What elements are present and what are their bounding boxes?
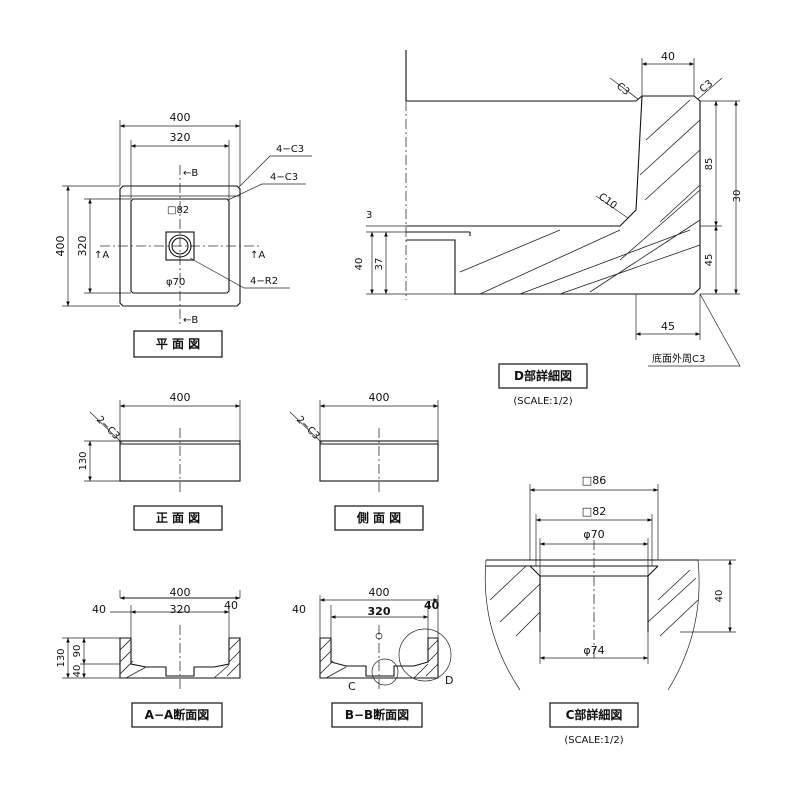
front-chamfer: 2−C3	[94, 414, 122, 442]
side-title-box	[334, 505, 424, 531]
c-title-box	[549, 702, 639, 728]
front-dim-height: 130	[78, 451, 89, 470]
detail-c-outline	[486, 565, 659, 632]
d-dim-37: 37	[374, 258, 385, 271]
aa-title: A−A断面図	[145, 707, 210, 722]
front-view: 400 130 2−C3 正 面 図	[78, 391, 241, 531]
bb-dim-wall-right: 40	[424, 599, 440, 612]
aa-dim-wall-right: 40	[224, 599, 238, 612]
plan-radius: 4−R2	[250, 276, 278, 287]
detail-d: 40 C3 C3 C10 85 45 30 3 40 37 45 底面外周C3 …	[354, 50, 743, 407]
plan-view: 400 320 400 320 ←B ←B ↑A ↑A 4−C3 4−C3 4−…	[54, 111, 312, 358]
section-aa-outline	[119, 637, 241, 679]
drain-circle	[168, 234, 192, 258]
section-aa: 400 320 40 40 130 90 40 A−A断面図	[56, 586, 241, 728]
bb-dim-width: 400	[369, 586, 390, 599]
d-title-box	[498, 363, 588, 389]
plan-title: 平 面 図	[156, 337, 200, 351]
drain-square	[165, 231, 195, 261]
callout-d-circle	[398, 628, 452, 682]
c-dim-sq82: □82	[582, 505, 606, 518]
c-title: C部詳細図	[566, 707, 623, 722]
section-a-right: ↑A	[250, 250, 265, 261]
side-view: 400 2−C3 側 面 図	[289, 391, 439, 531]
section-bb-outline	[319, 637, 439, 679]
aa-dim-height: 130	[56, 648, 67, 667]
detail-d-outline	[406, 95, 701, 295]
c-dim-sq86: □86	[582, 474, 606, 487]
section-b-top: ←B	[183, 168, 198, 179]
aa-dim-wall-left: 40	[92, 603, 106, 616]
callout-d-label: D	[445, 674, 453, 687]
d-dim-bottom: 45	[661, 320, 675, 333]
d-dim-45: 45	[704, 254, 715, 267]
side-title: 側 面 図	[356, 510, 401, 525]
plan-dim-height: 400	[54, 236, 67, 257]
front-dim-width: 400	[170, 391, 191, 404]
plan-chamfer-outer: 4−C3	[276, 144, 304, 155]
plan-dim-width: 400	[170, 111, 191, 124]
section-b-bottom: ←B	[183, 315, 198, 326]
d-fillet: C10	[596, 191, 618, 211]
d-dim-top: 40	[661, 50, 675, 63]
plan-dim-inner-height: 320	[76, 236, 89, 257]
plan-chamfer-inner: 4−C3	[270, 172, 298, 183]
aa-dim-lower: 40	[72, 665, 83, 678]
section-bb: 400 320 40 40 C D B−B断面図	[292, 586, 453, 728]
plan-title-box	[133, 330, 223, 358]
d-chamfer-right: C3	[698, 78, 715, 95]
callout-c-label: C	[348, 680, 356, 693]
side-dim-width: 400	[369, 391, 390, 404]
bb-title: B−B断面図	[345, 707, 409, 722]
plan-inner-outline	[130, 198, 230, 294]
aa-dim-upper: 90	[72, 645, 83, 658]
side-chamfer: 2−C3	[294, 414, 322, 442]
aa-title-box	[131, 702, 223, 728]
aa-dim-width: 400	[170, 586, 191, 599]
front-title-box	[133, 505, 223, 531]
d-dim-total: 30	[732, 190, 743, 203]
d-dim-85: 85	[704, 158, 715, 171]
plan-drain-square: □82	[167, 205, 189, 216]
aa-dim-inner: 320	[170, 603, 191, 616]
d-bottom-note: 底面外周C3	[652, 352, 705, 365]
front-title: 正 面 図	[156, 511, 200, 525]
c-dim-height: 40	[714, 590, 725, 603]
plan-dim-inner-width: 320	[170, 131, 191, 144]
callout-c-circle	[371, 658, 399, 686]
d-dim-3: 3	[366, 210, 372, 221]
detail-c: □86 □82 φ70 φ74 40 C部詳細図 (SCALE:1/2)	[484, 474, 736, 746]
plan-outer-outline	[119, 185, 241, 307]
bb-dim-inner: 320	[368, 605, 391, 618]
bb-dim-wall-left: 40	[292, 603, 306, 616]
plan-drain-dia: φ70	[166, 277, 185, 288]
c-dim-dia74: φ74	[583, 644, 604, 657]
c-scale: (SCALE:1/2)	[564, 735, 623, 746]
d-title: D部詳細図	[514, 368, 572, 383]
section-a-left: ↑A	[94, 250, 109, 261]
bb-title-box	[331, 702, 423, 728]
d-dim-40: 40	[354, 258, 365, 271]
c-dim-dia70: φ70	[583, 528, 604, 541]
d-scale: (SCALE:1/2)	[513, 396, 572, 407]
